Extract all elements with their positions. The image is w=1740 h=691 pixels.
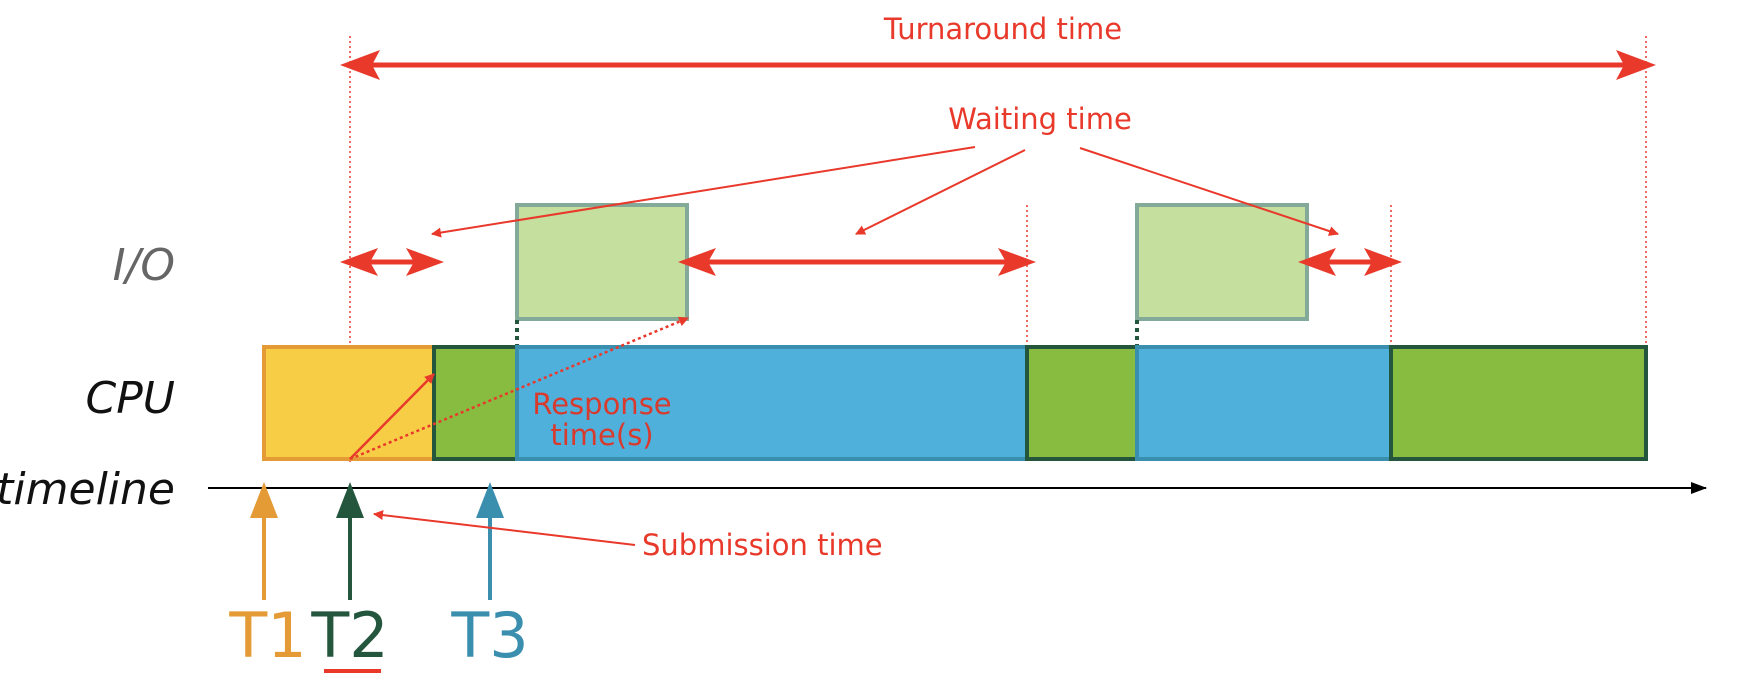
io-row-label: I/O	[113, 240, 175, 291]
io-block-1	[515, 203, 689, 321]
cpu-block-t2-3	[1389, 345, 1648, 461]
waiting-arrow-2	[678, 248, 1036, 276]
t1-submit-arrow	[250, 482, 278, 600]
submission-pointer	[373, 510, 636, 546]
waiting-arrow-3	[1298, 248, 1402, 276]
t2-submit-arrow	[336, 482, 364, 600]
response-arrows	[349, 316, 689, 461]
t3-submit-arrow	[476, 482, 504, 600]
response-label-line2: time(s)	[550, 418, 653, 452]
cpu-block-t3-2	[1135, 345, 1393, 461]
turnaround-arrow	[340, 50, 1656, 80]
cpu-block-t2-1	[432, 345, 519, 461]
cpu-row-label: CPU	[86, 373, 175, 424]
cpu-block-t1	[262, 345, 436, 461]
thread-label-t2: T2	[310, 599, 388, 672]
thread-label-t1: T1	[228, 599, 306, 672]
response-label-line1: Response	[532, 387, 671, 421]
submission-label: Submission time	[642, 528, 883, 562]
waiting-label: Waiting time	[948, 102, 1132, 136]
waiting-pointers	[431, 146, 1339, 238]
turnaround-label: Turnaround time	[883, 12, 1122, 46]
thread-label-t3: T3	[450, 599, 528, 672]
waiting-arrow-1	[340, 248, 444, 276]
io-block-2	[1135, 203, 1309, 321]
timeline-row-label: timeline	[0, 464, 175, 515]
cpu-block-t2-2	[1025, 345, 1139, 461]
cpu-block-t3-1	[515, 345, 1029, 461]
